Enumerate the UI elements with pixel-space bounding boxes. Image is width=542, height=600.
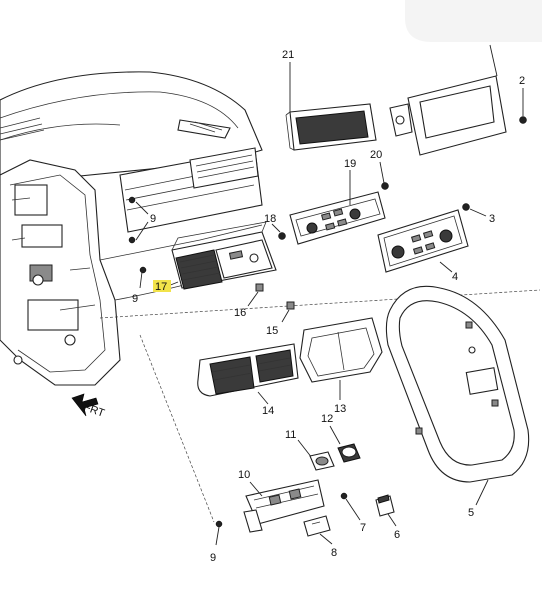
display-bracket	[389, 44, 507, 156]
screw-icon	[139, 266, 147, 274]
label-2: 2	[519, 75, 525, 87]
label-9-mid: 9	[132, 293, 138, 305]
screw-icon	[128, 236, 136, 244]
label-14: 14	[262, 405, 274, 417]
part-6-switch	[375, 494, 397, 527]
part-9-leader-upper	[135, 201, 149, 241]
label-20: 20	[370, 149, 382, 161]
part-2-screw	[519, 88, 527, 124]
part-16-clip	[247, 283, 264, 307]
label-18: 18	[264, 213, 276, 225]
front-direction-arrow-icon	[71, 393, 99, 417]
part-5-trim-frame	[385, 285, 530, 506]
label-7: 7	[360, 522, 366, 534]
defrost-grille	[0, 117, 231, 141]
label-6: 6	[394, 529, 400, 541]
part-11-knob	[297, 439, 335, 471]
part-4-climate-panel	[377, 209, 469, 273]
label-12: 12	[321, 413, 333, 425]
label-8: 8	[331, 547, 337, 559]
part-7-screw	[340, 492, 361, 521]
part-17-radio-unit	[157, 221, 277, 291]
part-12-knob	[329, 425, 361, 463]
label-21: 21	[282, 49, 294, 61]
part-18-screw	[271, 223, 286, 240]
label-3: 3	[489, 213, 495, 225]
label-17-highlight	[153, 280, 171, 292]
part-10-switch-bracket	[243, 479, 325, 533]
label-16: 16	[234, 307, 246, 319]
part-19-control-panel	[289, 170, 386, 245]
corner-panel	[405, 0, 542, 42]
label-17: 17	[155, 281, 167, 293]
part-8-switch	[303, 515, 333, 545]
label-15: 15	[266, 325, 278, 337]
label-4: 4	[452, 271, 458, 283]
label-5: 5	[468, 507, 474, 519]
label-13: 13	[334, 403, 346, 415]
front-direction-label: FRT	[82, 401, 106, 420]
instrument-panel-assembly	[0, 71, 263, 386]
part-3-screw	[462, 203, 487, 217]
label-9-lower: 9	[210, 552, 216, 564]
label-11: 11	[285, 429, 296, 441]
part-15-clip	[281, 301, 295, 323]
screw-icon	[128, 196, 136, 204]
label-9-upper: 9	[150, 213, 156, 225]
label-10: 10	[238, 469, 250, 481]
part-20-screw	[379, 161, 389, 190]
part-14-air-vent	[197, 343, 299, 405]
part-21-display-module	[285, 62, 377, 151]
part-9-leader-mid	[139, 271, 143, 289]
part-13-center-bezel	[299, 317, 383, 400]
label-19: 19	[344, 158, 356, 170]
part-9-lower-screw	[215, 520, 223, 546]
